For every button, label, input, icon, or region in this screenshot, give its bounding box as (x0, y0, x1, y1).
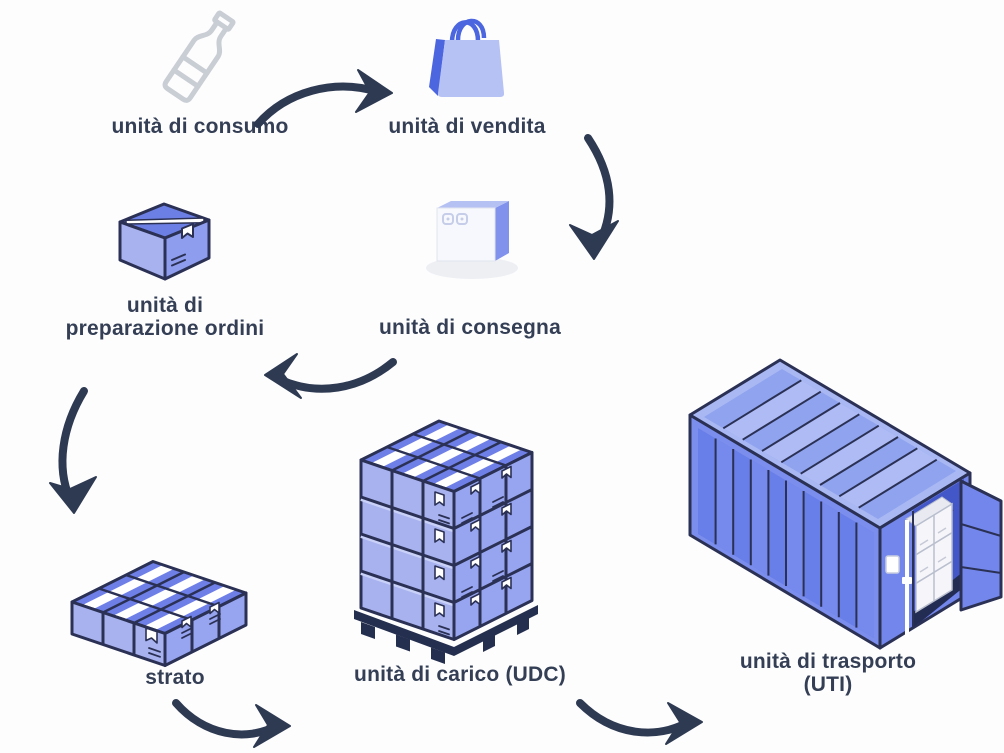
label-unita-di-consegna: unità di consegna (379, 316, 561, 339)
arrow-preparazione-to-strato (49, 387, 97, 514)
arrow-consumo-to-vendita (254, 69, 393, 128)
pallet-load-icon (354, 419, 538, 664)
label-unita-di-trasporto: unità di trasporto (UTI) (698, 650, 958, 696)
arrow-carico-to-trasporto (576, 699, 703, 745)
label-line: preparazione ordini (65, 317, 265, 340)
label-strato: strato (145, 666, 205, 689)
label-unita-di-consumo: unità di consumo (111, 115, 289, 138)
label-unita-di-carico: unità di carico (UDC) (354, 663, 566, 686)
cardboard-box-icon (118, 202, 211, 281)
delivery-package-icon (426, 201, 518, 279)
arrow-strato-to-carico (172, 699, 291, 748)
label-line: unità di trasporto (739, 650, 917, 673)
shipping-container-icon (688, 358, 1003, 650)
label-line: unità di (126, 294, 204, 317)
box-layer-icon (70, 560, 248, 667)
shopping-bag-icon (429, 18, 505, 97)
label-line: (UTI) (803, 673, 853, 696)
label-unita-di-vendita: unità di vendita (388, 115, 546, 138)
arrow-consegna-to-preparazione (264, 353, 397, 399)
label-unita-di-preparazione-ordini: unità di preparazione ordini (45, 294, 285, 340)
arrow-vendita-to-consegna (569, 134, 619, 260)
bottle-icon (162, 10, 236, 103)
